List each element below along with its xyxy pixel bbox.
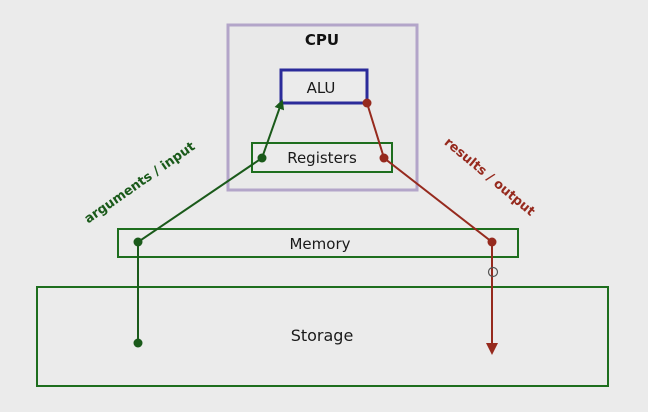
alu-label: ALU — [307, 79, 336, 97]
input-memory-node — [133, 237, 143, 247]
memory-box — [117, 228, 519, 258]
output-memory-node — [487, 237, 497, 247]
storage-label: Storage — [291, 326, 354, 345]
cursor-ring — [487, 266, 499, 278]
memory-label: Memory — [289, 235, 350, 253]
input-storage-node — [133, 338, 143, 348]
alu-box — [279, 68, 369, 105]
storage-box — [36, 286, 609, 387]
output-path-label: results / output — [441, 135, 538, 220]
cpu-label: CPU — [305, 31, 339, 49]
registers-label: Registers — [287, 149, 357, 167]
output-alu-node — [362, 98, 372, 108]
input-path-line — [137, 99, 285, 343]
output-path-line — [366, 102, 498, 355]
output-registers-node — [379, 153, 389, 163]
input-registers-node — [257, 153, 267, 163]
registers-box — [251, 142, 393, 173]
